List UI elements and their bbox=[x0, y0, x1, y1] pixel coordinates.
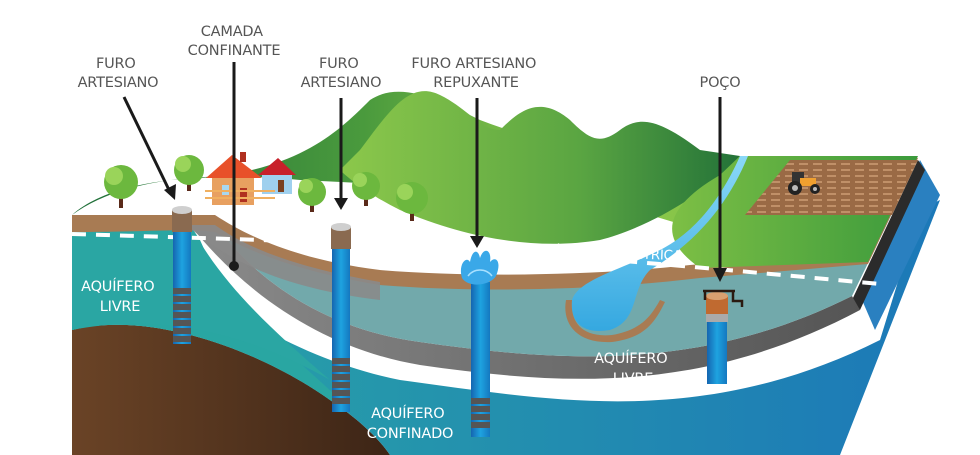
tree-icon bbox=[396, 182, 428, 221]
pointer-camada-confinante bbox=[229, 62, 239, 271]
well-screen bbox=[471, 398, 490, 428]
tree-icon bbox=[352, 172, 380, 206]
water-splash-icon bbox=[460, 250, 499, 285]
label-furo-artesiano-repuxante: FURO ARTESIANO REPUXANTE bbox=[411, 56, 540, 91]
piezometric-line bbox=[71, 232, 881, 286]
label-aquifero-livre-right: AQUÍFERO LIVRE bbox=[594, 350, 672, 387]
well-screen bbox=[173, 288, 191, 342]
river-bank bbox=[565, 300, 665, 343]
house-icon bbox=[258, 158, 296, 194]
river bbox=[571, 156, 748, 331]
hills bbox=[340, 91, 740, 244]
tree-icon bbox=[104, 165, 138, 208]
fence-icon bbox=[205, 190, 275, 199]
label-aquifero-livre-left: AQUÍFERO LIVRE bbox=[81, 278, 159, 315]
label-furo-artesiano-1: FURO ARTESIANO bbox=[78, 56, 159, 91]
block-side-blue bbox=[862, 160, 940, 330]
pointer-poco bbox=[713, 97, 727, 282]
label-aquifero-confinado: AQUÍFERO CONFINADO bbox=[367, 405, 454, 442]
pointer-furo-artesiano-repuxante bbox=[470, 98, 484, 248]
label-poco: POÇO bbox=[700, 75, 741, 91]
soil-layer bbox=[72, 156, 918, 290]
free-aquifer-right-layer bbox=[215, 160, 918, 357]
well-furo-artesiano-2 bbox=[331, 223, 351, 412]
free-aquifer-left-fill bbox=[72, 225, 330, 380]
tree-icon bbox=[174, 155, 204, 191]
well-furo-artesiano-repuxante bbox=[460, 250, 499, 437]
label-camada-confinante: CAMADA CONFINANTE bbox=[188, 24, 281, 59]
label-superficie-piezometrica: SUPERFÍCIE PIEZÓMETRICA bbox=[505, 240, 683, 264]
well-screen bbox=[332, 358, 350, 404]
crank-icon bbox=[703, 289, 744, 307]
ploughed-field bbox=[745, 160, 918, 215]
label-furo-artesiano-2: FURO ARTESIANO bbox=[301, 56, 382, 91]
bedrock-layer bbox=[72, 324, 390, 455]
confining-layer-band bbox=[190, 225, 860, 379]
pointer-furo-artesiano-2 bbox=[334, 98, 348, 210]
well-furo-artesiano-1 bbox=[172, 206, 192, 344]
well-poco bbox=[703, 289, 744, 384]
block-side-dark bbox=[852, 160, 925, 310]
tree-icon bbox=[298, 178, 326, 212]
tractor-icon bbox=[788, 172, 820, 195]
pointer-furo-artesiano-1 bbox=[122, 96, 176, 200]
